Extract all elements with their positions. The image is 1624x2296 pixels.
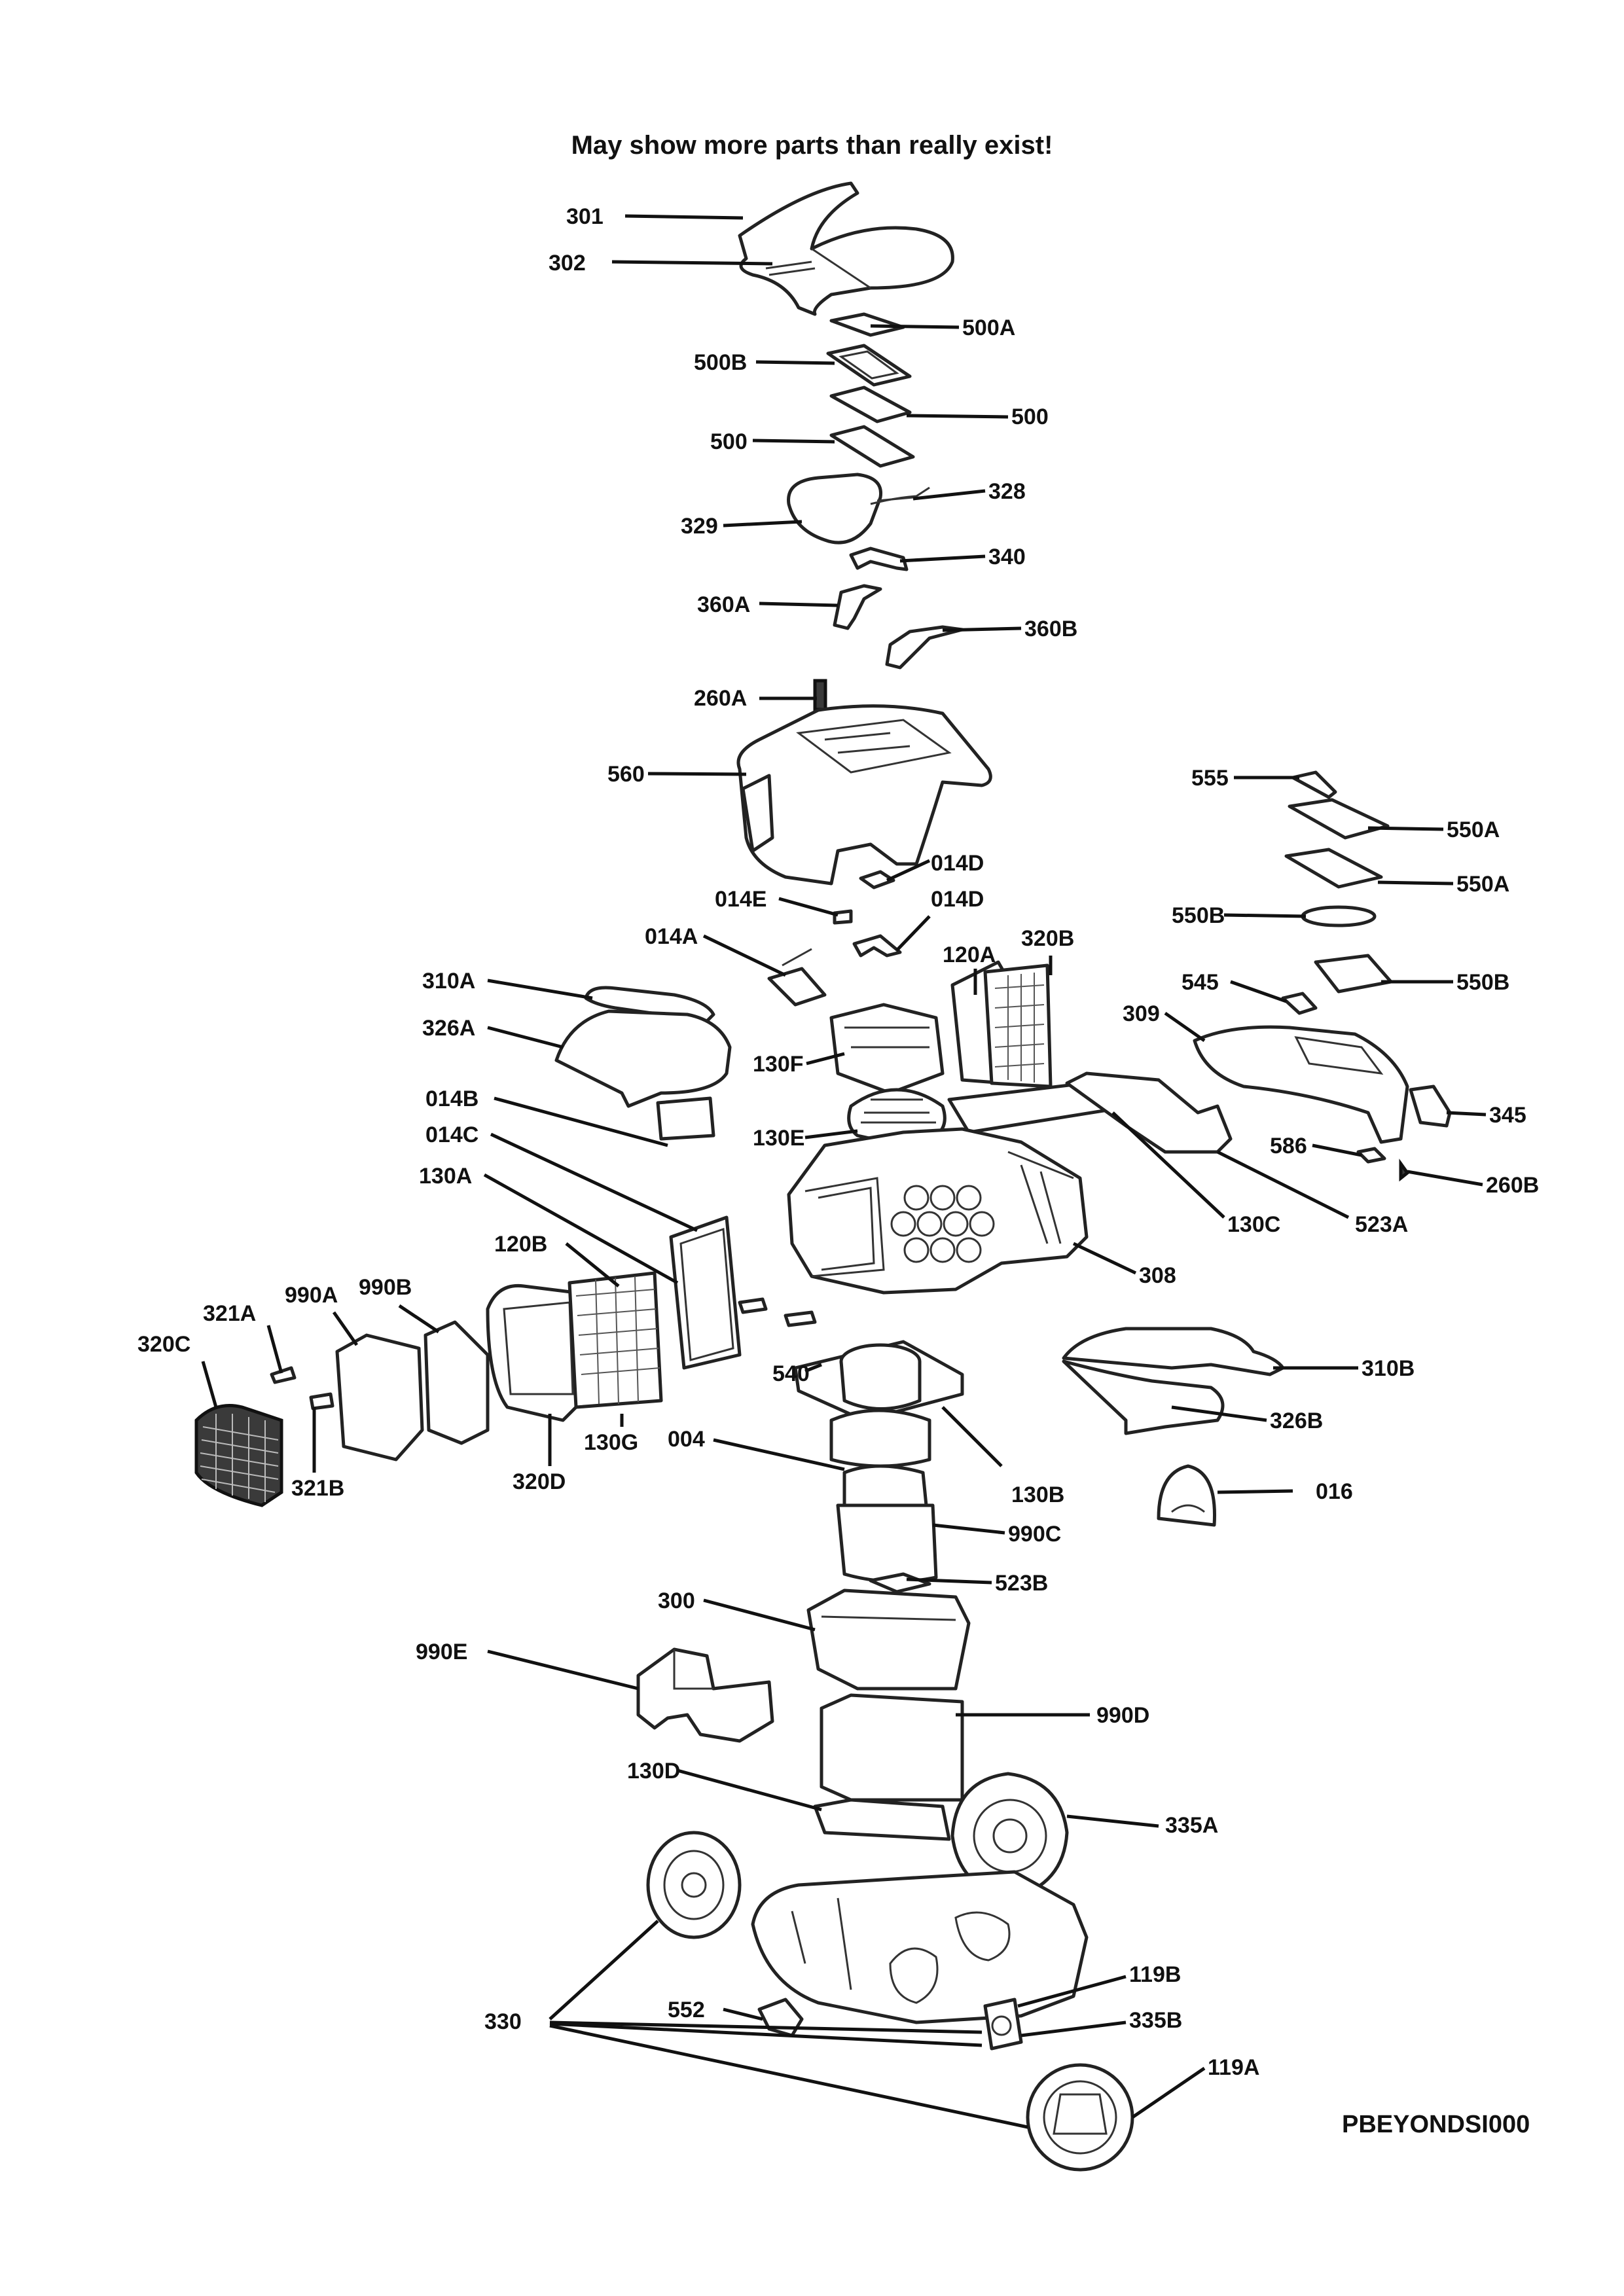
part-label-990a: 990A xyxy=(285,1283,338,1308)
part-label-990e: 990E xyxy=(416,1640,467,1664)
part-label-014c: 014C xyxy=(425,1122,478,1147)
part-label-310b: 310B xyxy=(1362,1356,1415,1381)
part-label-550a-upper: 550A xyxy=(1447,817,1500,842)
part-label-540: 540 xyxy=(772,1361,810,1386)
header-note: May show more parts than really exist! xyxy=(571,131,1053,160)
part-drawings xyxy=(194,181,1452,2172)
part-label-329: 329 xyxy=(681,514,718,539)
part-label-500b: 500B xyxy=(694,350,747,375)
part-label-560: 560 xyxy=(607,762,645,787)
part-label-120b: 120B xyxy=(494,1232,547,1257)
part-label-130g: 130G xyxy=(584,1430,638,1455)
part-label-340: 340 xyxy=(988,545,1026,569)
part-label-523a: 523A xyxy=(1355,1212,1408,1237)
part-label-302: 302 xyxy=(549,251,586,276)
part-label-014d-lower: 014D xyxy=(931,887,984,912)
part-label-301: 301 xyxy=(566,204,604,229)
part-label-300: 300 xyxy=(658,1588,695,1613)
part-label-550a-lower: 550A xyxy=(1456,872,1509,897)
part-label-500-right: 500 xyxy=(1011,404,1049,429)
leader-lines xyxy=(201,214,1487,2129)
part-label-345: 345 xyxy=(1489,1103,1526,1128)
part-label-119a: 119A xyxy=(1208,2055,1259,2080)
part-label-004: 004 xyxy=(668,1427,705,1452)
part-label-014a: 014A xyxy=(645,924,698,949)
part-label-130d: 130D xyxy=(627,1759,680,1784)
part-label-260b: 260B xyxy=(1486,1173,1539,1198)
part-label-014d-upper: 014D xyxy=(931,851,984,876)
part-labels: 301 302 500A 500B 500 500 328 329 340 36… xyxy=(137,204,1539,2080)
part-label-335b: 335B xyxy=(1129,2008,1182,2033)
part-label-119b: 119B xyxy=(1129,1962,1181,1987)
part-label-014e: 014E xyxy=(715,887,767,912)
part-label-360a: 360A xyxy=(697,592,750,617)
part-label-016: 016 xyxy=(1316,1479,1353,1504)
part-label-330: 330 xyxy=(484,2009,522,2034)
part-label-310a: 310A xyxy=(422,969,475,994)
part-label-130f: 130F xyxy=(753,1052,804,1077)
part-label-586: 586 xyxy=(1270,1134,1307,1158)
part-label-328: 328 xyxy=(988,479,1026,504)
part-label-500a: 500A xyxy=(962,315,1015,340)
part-label-523b: 523B xyxy=(995,1571,1048,1596)
part-label-130c: 130C xyxy=(1227,1212,1280,1237)
part-label-014b: 014B xyxy=(425,1086,478,1111)
part-label-320b: 320B xyxy=(1021,926,1074,951)
part-label-309: 309 xyxy=(1123,1001,1160,1026)
part-label-990d: 990D xyxy=(1096,1703,1149,1728)
part-label-130a: 130A xyxy=(419,1164,472,1189)
part-label-321b: 321B xyxy=(291,1476,344,1501)
part-label-326b: 326B xyxy=(1270,1408,1323,1433)
part-label-545: 545 xyxy=(1182,970,1219,995)
part-label-555: 555 xyxy=(1191,766,1229,791)
part-label-990b: 990B xyxy=(359,1275,412,1300)
part-label-320c: 320C xyxy=(137,1332,190,1357)
part-label-500-left: 500 xyxy=(710,429,748,454)
part-label-260a: 260A xyxy=(694,686,747,711)
part-label-552: 552 xyxy=(668,1998,705,2022)
drawing-code: PBEYONDSI000 xyxy=(1342,2111,1530,2138)
part-label-335a: 335A xyxy=(1165,1813,1218,1838)
part-label-550b-right: 550B xyxy=(1456,970,1509,995)
part-label-120a: 120A xyxy=(943,942,996,967)
part-label-326a: 326A xyxy=(422,1016,475,1041)
part-label-360b: 360B xyxy=(1024,617,1077,641)
part-label-320d: 320D xyxy=(513,1469,566,1494)
part-label-990c: 990C xyxy=(1008,1522,1061,1547)
part-label-130b: 130B xyxy=(1011,1482,1064,1507)
part-label-130e: 130E xyxy=(753,1126,804,1151)
part-label-321a: 321A xyxy=(203,1301,256,1326)
part-label-550b-left: 550B xyxy=(1172,903,1225,928)
part-label-308: 308 xyxy=(1139,1263,1176,1288)
